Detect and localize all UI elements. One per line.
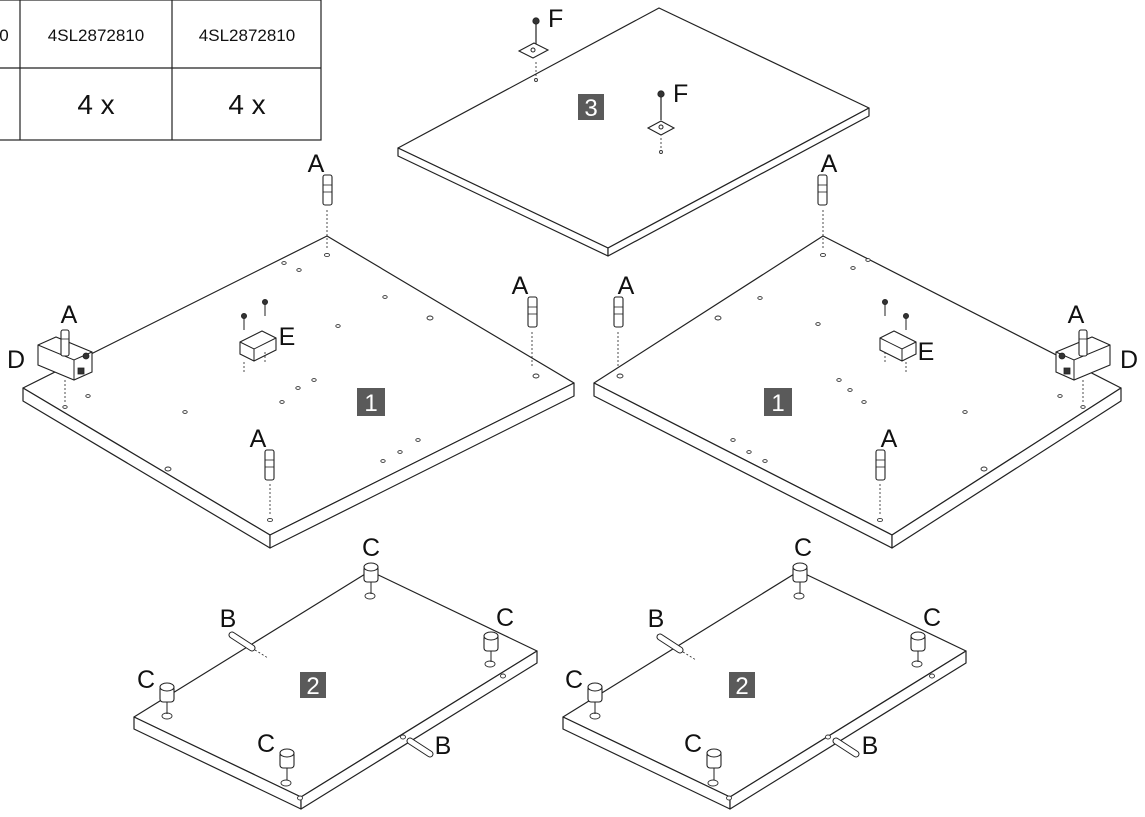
c-cam-right-4: C bbox=[684, 730, 722, 787]
table-code-cell-1: 4SL2872810 bbox=[48, 26, 144, 45]
c-cam-right-3: C bbox=[565, 666, 603, 720]
panel-2-left: 2 C C C bbox=[133, 534, 538, 810]
label-a-right-top: A bbox=[821, 150, 838, 178]
label-e-left: E bbox=[279, 323, 296, 351]
b-dowel-right-2: B bbox=[832, 732, 879, 760]
panel-2-right: 2 C C C C bbox=[562, 534, 967, 810]
c-cam-right-2: C bbox=[910, 604, 941, 668]
panel-2-right-number-badge bbox=[729, 672, 755, 698]
panel-1-right: 1 A bbox=[593, 150, 1138, 549]
label-e-right: E bbox=[918, 338, 935, 366]
panel-1-left-number: 1 bbox=[364, 390, 377, 417]
c-cam-left-3: C bbox=[137, 666, 175, 720]
f-connector-2: F bbox=[646, 80, 688, 154]
label-a-left-bracket: A bbox=[61, 301, 78, 329]
a-dowel-right-left: A bbox=[613, 272, 635, 368]
panel-3-number: 3 bbox=[584, 95, 597, 122]
panel-1-left-number-badge bbox=[357, 388, 385, 416]
a-dowel-left-right: A bbox=[512, 272, 538, 368]
label-f-2: F bbox=[673, 80, 688, 108]
label-c-left-4: C bbox=[257, 730, 275, 758]
label-a-right-left: A bbox=[618, 272, 635, 300]
a-dowel-right-bottom: A bbox=[875, 425, 898, 523]
label-a-left-right: A bbox=[512, 272, 529, 300]
a-dowel-right-top: A bbox=[817, 150, 838, 258]
f-connector-1: F bbox=[517, 5, 563, 82]
label-a-left-bottom: A bbox=[250, 425, 267, 453]
panel-3: 3 F F bbox=[397, 5, 870, 257]
label-c-left-3: C bbox=[137, 666, 155, 694]
label-c-left-2: C bbox=[496, 604, 514, 632]
parts-table: 0 4SL2872810 4SL2872810 4 x 4 x bbox=[0, 0, 322, 141]
label-c-right-2: C bbox=[923, 604, 941, 632]
label-b-right-2: B bbox=[862, 732, 879, 760]
label-d-left: D bbox=[7, 346, 25, 374]
panel-2-right-number: 2 bbox=[735, 673, 748, 700]
e-latch-right: E bbox=[879, 298, 935, 372]
label-f-1: F bbox=[548, 5, 563, 33]
c-cam-left-2: C bbox=[483, 604, 514, 668]
label-c-left-1: C bbox=[362, 534, 380, 562]
b-dowel-right-1: B bbox=[648, 605, 697, 661]
label-a-left-top: A bbox=[308, 150, 325, 178]
d-bracket-right: A D bbox=[1055, 301, 1138, 409]
label-c-right-1: C bbox=[794, 534, 812, 562]
label-b-left-1: B bbox=[220, 605, 237, 633]
b-dowel-left-1: B bbox=[220, 605, 269, 659]
panel-1-right-holes bbox=[616, 258, 988, 472]
c-cam-right-1: C bbox=[792, 534, 812, 600]
label-d-right: D bbox=[1120, 346, 1138, 374]
label-a-right-bottom: A bbox=[881, 425, 898, 453]
c-cam-left-1: C bbox=[362, 534, 380, 600]
panel-1-right-number: 1 bbox=[771, 390, 784, 417]
table-code-cell-2: 4SL2872810 bbox=[199, 26, 295, 45]
a-dowel-left-bottom: A bbox=[250, 425, 275, 523]
label-c-right-3: C bbox=[565, 666, 583, 694]
label-c-right-4: C bbox=[684, 730, 702, 758]
panel-1-left-holes bbox=[164, 261, 540, 472]
c-cam-left-4: C bbox=[257, 730, 295, 787]
table-qty-cell-2: 4 x bbox=[228, 89, 265, 120]
a-dowel-left-top: A bbox=[308, 150, 333, 258]
table-qty-cell-1: 4 x bbox=[77, 89, 114, 120]
d-bracket-left: A D bbox=[7, 301, 93, 409]
e-latch-left: E bbox=[239, 298, 296, 372]
panel-1-left: 1 A bbox=[7, 150, 575, 549]
panel-3-number-badge bbox=[578, 94, 604, 120]
table-code-cell-0: 0 bbox=[0, 26, 9, 45]
label-b-right-1: B bbox=[648, 605, 665, 633]
label-a-right-bracket: A bbox=[1068, 301, 1085, 329]
label-b-left-2: B bbox=[435, 732, 452, 760]
panel-1-right-number-badge bbox=[764, 388, 792, 416]
panel-2-left-number-badge bbox=[300, 672, 326, 698]
panel-2-left-number: 2 bbox=[306, 673, 319, 700]
b-dowel-left-2: B bbox=[406, 732, 452, 760]
